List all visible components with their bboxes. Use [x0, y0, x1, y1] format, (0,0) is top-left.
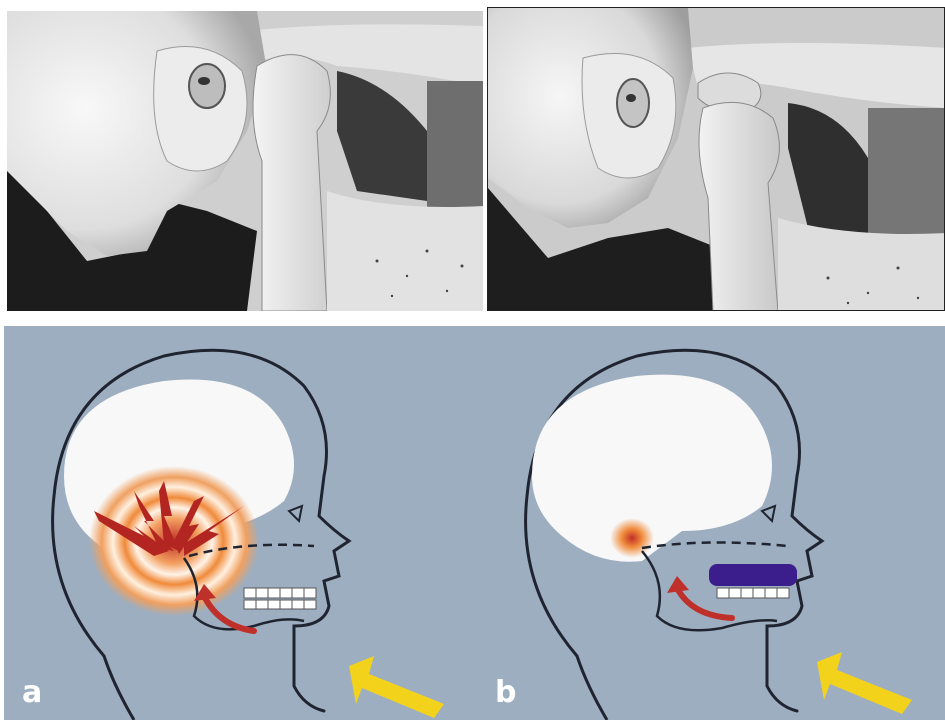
teeth-a: [244, 588, 316, 609]
tmj-photo-closed-image: [7, 11, 483, 311]
tmj-photo-open-image: [488, 8, 945, 311]
tmj-photo-closed: [7, 11, 483, 311]
panel-label-b: b: [495, 675, 516, 710]
head-diagram-b: [477, 326, 945, 720]
teeth-b: [717, 588, 789, 598]
panel-label-a: a: [22, 675, 42, 710]
tmj-photo-open: [487, 7, 945, 311]
head-diagram-a: [4, 326, 477, 720]
pain-spot-b: [610, 518, 654, 558]
illustration-a: a: [4, 326, 477, 720]
occlusal-splint-b: [709, 564, 797, 586]
illustration-b: b: [477, 326, 945, 720]
